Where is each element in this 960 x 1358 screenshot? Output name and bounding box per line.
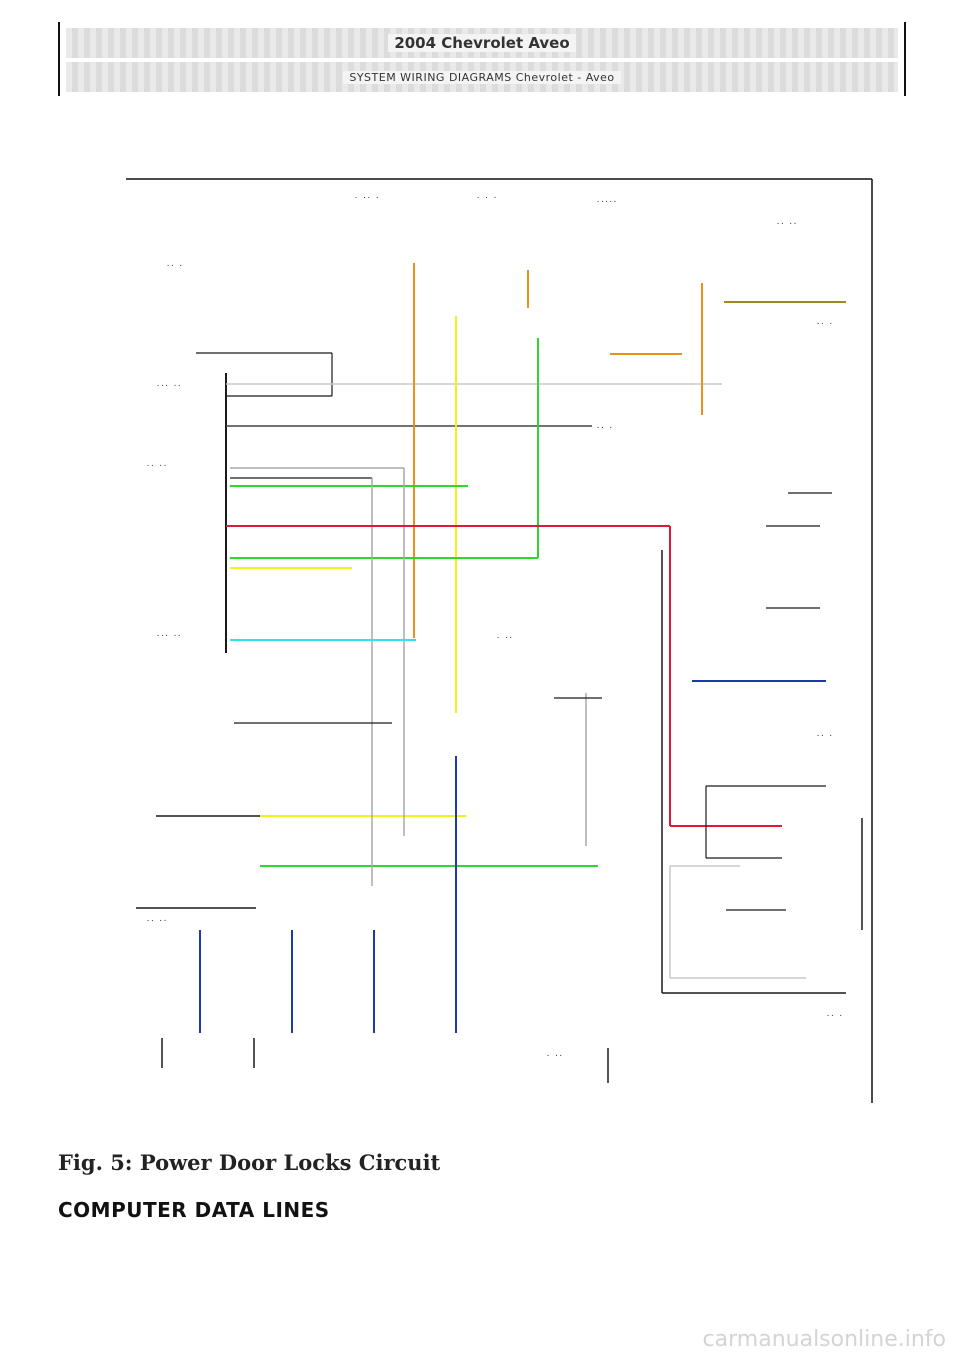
diagram-label-8: ··· ·· bbox=[156, 632, 181, 640]
diagram-label-6: ··· ·· bbox=[156, 382, 181, 390]
diagram-label-14: · ·· bbox=[546, 1052, 563, 1060]
wiring-diagram: · ·· · · · · ····· ·· ·· ·· · ··· ·· ·· … bbox=[126, 178, 873, 1103]
section-heading: COMPUTER DATA LINES bbox=[58, 1198, 330, 1222]
header-subtitle: SYSTEM WIRING DIAGRAMS Chevrolet - Aveo bbox=[343, 70, 621, 84]
diagram-label-15: ·· · bbox=[826, 1012, 843, 1020]
diagram-label-12: ·· · bbox=[816, 732, 833, 740]
manual-header: 2004 Chevrolet Aveo SYSTEM WIRING DIAGRA… bbox=[58, 22, 906, 96]
header-subtitle-row: SYSTEM WIRING DIAGRAMS Chevrolet - Aveo bbox=[66, 62, 898, 92]
diagram-label-13: ·· ·· bbox=[146, 917, 167, 925]
header-title: 2004 Chevrolet Aveo bbox=[388, 34, 576, 52]
diagram-label-5: ·· · bbox=[166, 262, 183, 270]
diagram-label-2: · · · bbox=[476, 194, 497, 202]
watermark: carmanualsonline.info bbox=[702, 1327, 946, 1352]
diagram-label-4: ·· ·· bbox=[776, 220, 797, 228]
diagram-label-11: ·· · bbox=[816, 320, 833, 328]
header-title-row: 2004 Chevrolet Aveo bbox=[66, 28, 898, 58]
diagram-label-10: · ·· bbox=[496, 634, 513, 642]
diagram-label-3: ····· bbox=[596, 198, 617, 206]
diagram-label-1: · ·· · bbox=[354, 194, 379, 202]
figure-caption: Fig. 5: Power Door Locks Circuit bbox=[58, 1150, 441, 1175]
diagram-label-9: ·· · bbox=[596, 424, 613, 432]
diagram-label-7: ·· ·· bbox=[146, 462, 167, 470]
